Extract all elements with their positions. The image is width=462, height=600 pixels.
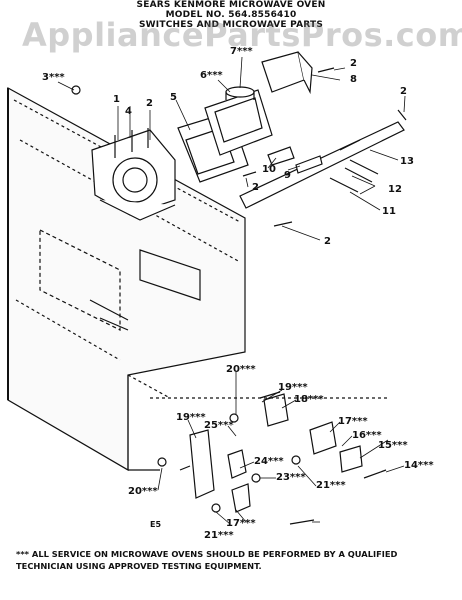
header-title: SEARS KENMORE MICROWAVE OVEN bbox=[136, 0, 326, 10]
callout-13: 13 bbox=[400, 156, 414, 167]
callout-16: 16*** bbox=[352, 430, 382, 441]
header-section: SWITCHES AND MICROWAVE PARTS bbox=[139, 20, 323, 30]
callout-2d: 2 bbox=[252, 182, 259, 193]
callout-21-left: 21*** bbox=[204, 530, 234, 541]
callout-17-left: 17*** bbox=[226, 518, 256, 529]
callout-18: 18*** bbox=[294, 394, 324, 405]
callout-10: 10 bbox=[262, 164, 276, 175]
callout-17-right: 17*** bbox=[338, 416, 368, 427]
lower-switch-assembly bbox=[127, 374, 390, 525]
callout-20-top: 20*** bbox=[226, 364, 256, 375]
screws bbox=[71, 67, 407, 227]
diagram-code: E5 bbox=[150, 520, 162, 529]
service-footnote: *** ALL SERVICE ON MICROWAVE OVENS SHOUL… bbox=[16, 549, 398, 571]
callout-22: 23*** bbox=[276, 472, 306, 483]
callout-8: 8 bbox=[350, 74, 357, 85]
callout-7: 7*** bbox=[230, 46, 253, 57]
switch-part-8 bbox=[261, 51, 313, 95]
callout-21-right: 21*** bbox=[316, 480, 346, 491]
callout-12: 12 bbox=[388, 184, 402, 195]
callout-2a: 2 bbox=[146, 98, 153, 109]
transformer-block bbox=[204, 86, 273, 156]
callout-1: 1 bbox=[113, 94, 120, 105]
callout-2b: 2 bbox=[350, 58, 357, 69]
callout-4: 4 bbox=[125, 106, 132, 117]
watermark: AppliancePartsPros.com bbox=[22, 16, 462, 54]
callout-19-right: 19*** bbox=[278, 382, 308, 393]
callout-19-left: 19*** bbox=[176, 412, 206, 423]
callout-5: 5 bbox=[170, 92, 177, 103]
leader-lines bbox=[57, 56, 406, 525]
callout-6: 6*** bbox=[200, 70, 223, 81]
callout-24: 25*** bbox=[204, 420, 234, 431]
callout-2e: 2 bbox=[324, 236, 331, 247]
callout-11: 11 bbox=[382, 206, 396, 217]
header-model: MODEL NO. 564.8556410 bbox=[165, 10, 297, 20]
callout-14: 14*** bbox=[404, 460, 434, 471]
fan-motor-assembly bbox=[91, 128, 176, 221]
callout-2c: 2 bbox=[400, 86, 407, 97]
callout-15: 15*** bbox=[378, 440, 408, 451]
callout-20-left: 20*** bbox=[128, 486, 158, 497]
callout-23: 24*** bbox=[254, 456, 284, 467]
callout-3: 3*** bbox=[42, 72, 65, 83]
callout-9: 9 bbox=[284, 170, 291, 181]
